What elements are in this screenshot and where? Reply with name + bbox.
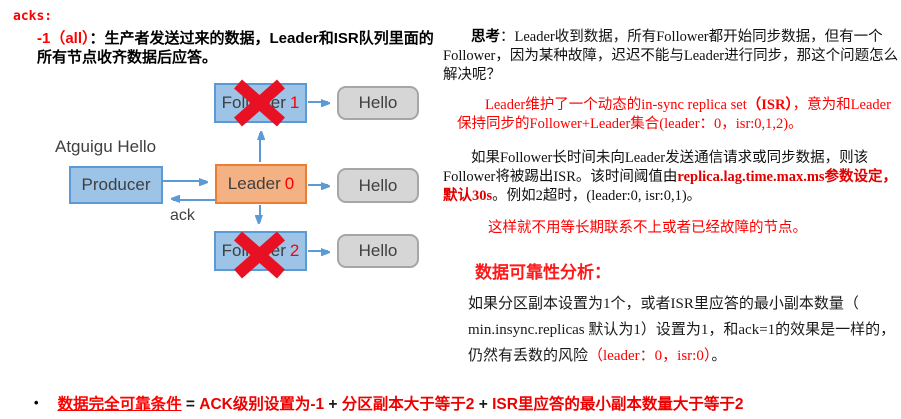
timeout-text-c: 。例如2超时，(leader:0, isr:0,1)。 — [492, 188, 702, 204]
isr-text-b: （ISR） — [746, 97, 793, 113]
hello-top-label: Hello — [358, 93, 398, 112]
formula-plus2: + — [474, 396, 493, 413]
page-title: -1（all）：生产者发送过来的数据，Leader和ISR队列里面的所有节点收齐… — [37, 29, 441, 67]
isr-text-c: ，意为和Leader保持同步的Follower+Leader集合(leader：… — [457, 97, 891, 132]
reliability-analysis-heading: 数据可靠性分析： — [475, 263, 611, 282]
producer-label: Producer — [81, 175, 151, 194]
paragraph-conclusion: 这样就不用等长期联系不上或者已经故障的节点。 — [488, 220, 807, 236]
think-body: ：Leader收到数据，所有Follower都开始同步数据，但有一个Follow… — [443, 29, 899, 83]
isr-text-a: Leader维护了一个动态的in-sync replica set — [485, 97, 747, 113]
hello-box-bottom: Hello — [337, 234, 419, 268]
paragraph-think: 思考：Leader收到数据，所有Follower都开始同步数据，但有一个Foll… — [443, 28, 899, 85]
think-lead: 思考 — [471, 29, 500, 45]
formula-term1: ACK级别设置为-1 — [199, 396, 325, 413]
leader-node: Leader 0 — [215, 164, 307, 204]
analysis-leader-isr: （leader：0，isr:0） — [588, 348, 712, 364]
failure-x-icon-follower2 — [234, 231, 285, 279]
diagram-arrows — [163, 79, 460, 279]
paragraph-analysis: 如果分区副本设置为1个，或者ISR里应答的最小副本数量（ min.insync.… — [468, 291, 898, 369]
hello-box-top: Hello — [337, 86, 419, 120]
timeout-text-a: 如果Follower长时间未向Leader发送通信请求或同步数据，则该Follo… — [443, 150, 869, 185]
acks-mode-label: -1（all） — [37, 30, 90, 47]
reliability-formula: • 数据完全可靠条件 = ACK级别设置为-1 + 分区副本大于等于2 + ISR… — [34, 392, 744, 414]
formula-condition: 数据完全可靠条件 — [57, 396, 182, 413]
leader-label: Leader — [227, 174, 281, 193]
analysis-text-a: 如果分区副本设置为1个，或者ISR里应答的最小副本数量（ min.insync.… — [468, 296, 896, 364]
formula-term3: ISR里应答的最小副本数量大于等于2 — [492, 396, 744, 413]
leader-number: 0 — [284, 174, 295, 193]
hello-box-mid: Hello — [337, 168, 419, 203]
timeout-param: replica.lag.time.max.ms参数设定，默认30s — [443, 169, 898, 204]
ack-label: ack — [170, 207, 195, 224]
paragraph-timeout: 如果Follower长时间未向Leader发送通信请求或同步数据，则该Follo… — [443, 149, 899, 206]
hello-bottom-label: Hello — [358, 241, 398, 260]
producer-node: Producer — [69, 166, 163, 204]
follower2-number: 2 — [289, 241, 300, 260]
paragraph-isr: Leader维护了一个动态的in-sync replica set（ISR），意… — [457, 96, 897, 134]
follower1-number: 1 — [289, 93, 300, 112]
acks-label: acks: — [13, 9, 53, 24]
formula-plus1: + — [324, 396, 342, 413]
bullet-icon: • — [34, 395, 39, 410]
formula-equals: = — [181, 396, 200, 413]
formula-term2: 分区副本大于等于2 — [341, 396, 475, 413]
failure-x-icon-follower1 — [234, 79, 285, 127]
analysis-text-c: 。 — [711, 348, 727, 364]
acks-mode-description: ：生产者发送过来的数据，Leader和ISR队列里面的所有节点收齐数据后应答。 — [37, 30, 434, 66]
hello-mid-label: Hello — [358, 175, 398, 195]
arrow-group — [163, 102, 328, 251]
message-label: Atguigu Hello — [55, 137, 157, 156]
